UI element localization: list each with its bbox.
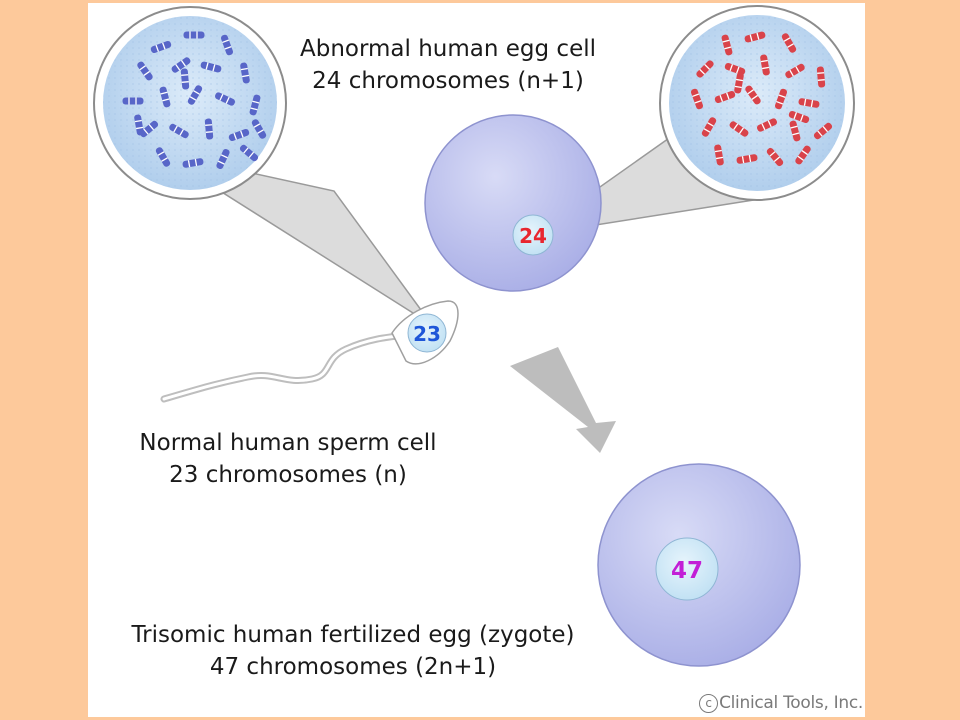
copyright-symbol: c (699, 694, 719, 713)
sperm-label: Normal human sperm cell 23 chromosomes (… (118, 427, 458, 491)
diagram-canvas: 24 23 47 Abnormal human egg cell 24 chro… (88, 3, 865, 717)
egg-title: Abnormal human egg cell (299, 36, 596, 62)
zygote-subtitle: 47 chromosomes (2n+1) (209, 654, 497, 680)
zygote-title: Trisomic human fertilized egg (zygote) (131, 622, 575, 648)
egg-label: Abnormal human egg cell 24 chromosomes (… (288, 33, 608, 97)
egg-nucleus-number: 24 (519, 224, 547, 248)
diagram-graphic: 24 23 47 (93, 5, 855, 667)
egg-chromosome-panel (659, 5, 855, 201)
sperm-title: Normal human sperm cell (139, 430, 437, 456)
zygote-nucleus (655, 537, 719, 601)
sperm-cell-icon (391, 300, 459, 365)
sperm-nucleus (407, 313, 447, 353)
egg-cell (424, 114, 602, 292)
egg-nucleus (512, 214, 554, 256)
sperm-nucleus-number: 23 (413, 322, 441, 346)
copyright-text: Clinical Tools, Inc. (719, 693, 863, 713)
zygote-nucleus-number: 47 (671, 558, 703, 584)
arrow-down-right-icon (510, 347, 616, 453)
sperm-subtitle: 23 chromosomes (n) (169, 462, 407, 488)
zygote-label: Trisomic human fertilized egg (zygote) 4… (88, 619, 618, 683)
egg-subtitle: 24 chromosomes (n+1) (312, 68, 584, 94)
sperm-chromosome-panel (93, 6, 287, 200)
